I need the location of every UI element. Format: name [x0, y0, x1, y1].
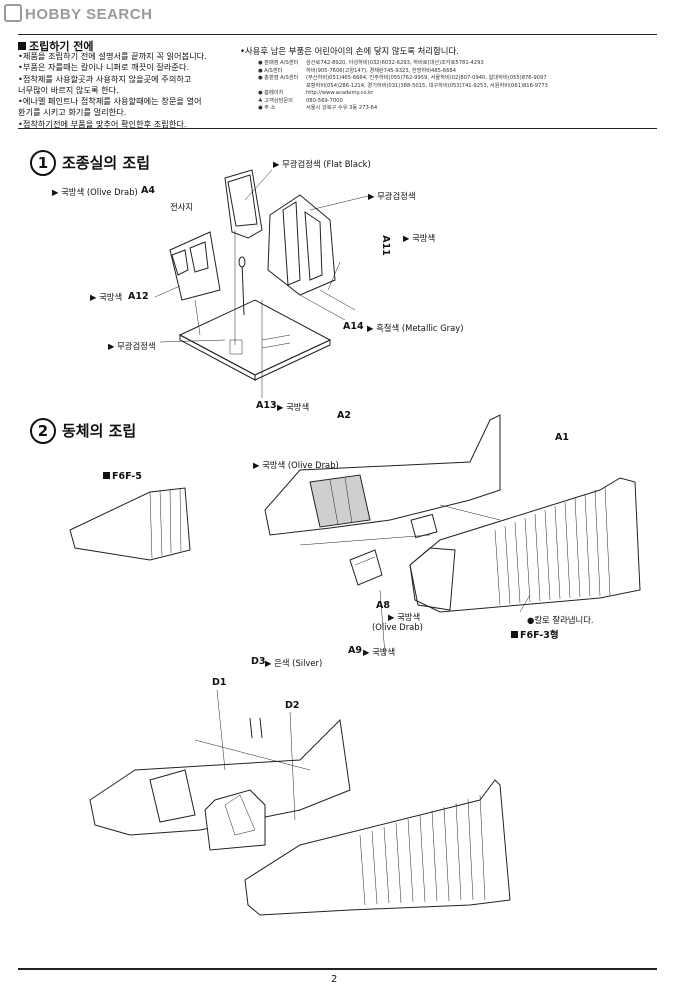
- contact-value: 하비(905-7606(고양147), 경재란745-9323, 한방하비485…: [306, 67, 456, 74]
- contact-key: ♣ 고객상담문의: [258, 97, 293, 104]
- square-bullet-icon: [103, 472, 110, 479]
- label-metallic-gray: ▶ 흑철색 (Metallic Gray): [367, 323, 464, 333]
- notice-list: •제품을 조립하기 전에 설명서를 끝까지 꼭 읽어봅니다.•부품은 자를때는 …: [18, 51, 207, 130]
- part-a4: A4: [141, 185, 155, 196]
- contact-row: ● A/S센터 하비(905-7606(고양147), 경재란745-9323, …: [258, 68, 548, 76]
- page-number: 2: [331, 974, 338, 985]
- label-a8-color: ▶ 국방색: [388, 612, 421, 622]
- contact-value: 삼산로742-8920, 아성하비(032)6032-6293, 하비로(대산)…: [306, 60, 484, 66]
- contact-row: ♣ 고객상담문의 080-569-7000: [258, 98, 548, 106]
- contact-info: ● 판매점 A/S센터 삼산로742-8920, 아성하비(032)6032-62…: [258, 60, 548, 113]
- notice-bottom-rule: [18, 128, 657, 129]
- notice-item: •부품은 자를때는 칼이나 니퍼로 깨끗이 잘라준다.: [18, 62, 190, 73]
- contact-key: ● A/S센터: [258, 67, 283, 74]
- part-d1: D1: [212, 677, 227, 688]
- notice-item: •접착제를 사용할곳과 사용하지 않을곳에 주의하고: [18, 73, 192, 84]
- step1-heading: 1 조종실의 조립: [30, 150, 150, 176]
- part-a9: A9: [348, 645, 362, 656]
- label-olive-a13: ▶ 국방색: [277, 402, 310, 412]
- part-a2: A2: [337, 410, 351, 421]
- contact-value: (부산하비)051)465-6664, 진주하비(055)762-9959, 서…: [306, 75, 547, 81]
- contact-value: 080-569-7000: [306, 97, 343, 104]
- contact-row: 포항하비(054)286-1214, 경기하비(031)388-5015, 대구…: [258, 83, 548, 91]
- label-flat-black-3: ▶ 무광검정색: [108, 341, 156, 351]
- label-silver: ▶ 은색 (Silver): [265, 658, 323, 668]
- variant-f6f5: F6F-5: [103, 471, 142, 482]
- variant-f6f3: F6F-3형: [511, 627, 559, 641]
- part-a12: A12: [128, 291, 149, 302]
- contact-row: ● 홈페이지 http://www.academy.co.kr: [258, 90, 548, 98]
- part-a1: A1: [555, 432, 569, 443]
- bullet-icon: ●: [527, 615, 535, 625]
- part-d3: D3: [251, 656, 266, 667]
- notice-right-note: •사용후 남은 부품은 어린아이의 손에 닿지 않도록 처리합니다.: [240, 46, 459, 56]
- top-rule: [18, 34, 657, 35]
- contact-value: 포항하비(054)286-1214, 경기하비(031)388-5015, 대구…: [306, 82, 548, 89]
- contact-key: ● 판매점 A/S센터: [258, 60, 299, 66]
- notice-item: •에나멜 페인트나 접착제를 사용할때에는 창문을 열어: [18, 96, 202, 107]
- step2-number: 2: [30, 418, 56, 444]
- label-decal: 전사지: [170, 202, 194, 212]
- contact-value: 서울시 강북구 수유 3동 273-64: [306, 105, 378, 111]
- contact-key: ● 홈페이지: [258, 90, 284, 96]
- notice-item: 너무많이 바르지 않도록 한다.: [18, 84, 119, 95]
- step1-title: 조종실의 조립: [62, 154, 151, 172]
- step2-heading: 2 동체의 조립: [30, 418, 136, 444]
- label-olive: ▶ 국방색: [403, 233, 436, 243]
- notice-item: •제품을 조립하기 전에 설명서를 끝까지 꼭 읽어봅니다.: [18, 51, 207, 61]
- label-olive-a12: ▶ 국방색: [90, 292, 123, 302]
- label-a8-color-en: (Olive Drab): [372, 622, 423, 632]
- bottom-rule: [18, 968, 657, 970]
- part-a14: A14: [343, 321, 364, 332]
- label-olive-drab-a4: ▶ 국방색 (Olive Drab): [52, 187, 138, 197]
- label-olive-drab: ▶ 국방색 (Olive Drab): [253, 460, 339, 470]
- notice-title: 조립하기 전에: [18, 38, 94, 54]
- contact-key: ● 주 소: [258, 105, 276, 111]
- watermark-logo-icon: [4, 4, 22, 22]
- label-a9-color: ▶ 국방색: [363, 647, 396, 657]
- contact-key: ● 총판점 A/S센터: [258, 75, 299, 81]
- part-a13: A13: [256, 400, 277, 411]
- label-cut-note: ●칼로 잘라냅니다.: [527, 615, 594, 625]
- contact-value: http://www.academy.co.kr: [306, 90, 374, 96]
- label-flat-black-2: ▶ 무광검정색: [368, 191, 416, 201]
- watermark: HOBBY SEARCH: [4, 4, 152, 23]
- label-flat-black: ▶ 무광검정색 (Flat Black): [273, 159, 371, 169]
- part-a8: A8: [376, 600, 390, 611]
- contact-row: ● 총판점 A/S센터 (부산하비)051)465-6664, 진주하비(055)…: [258, 75, 548, 83]
- notice-item: 환기를 시키고 화기를 멀리한다.: [18, 107, 127, 118]
- step1-number: 1: [30, 150, 56, 176]
- contact-row: ● 판매점 A/S센터 삼산로742-8920, 아성하비(032)6032-62…: [258, 60, 548, 68]
- part-d2: D2: [285, 700, 300, 711]
- notice-item: •접착하기전에 부품을 맞추어 확인한후 조립한다.: [18, 118, 187, 129]
- contact-row: ● 주 소 서울시 강북구 수유 3동 273-64: [258, 105, 548, 113]
- square-bullet-icon: [511, 631, 518, 638]
- square-bullet-icon: [18, 42, 26, 50]
- step2-title: 동체의 조립: [62, 422, 137, 440]
